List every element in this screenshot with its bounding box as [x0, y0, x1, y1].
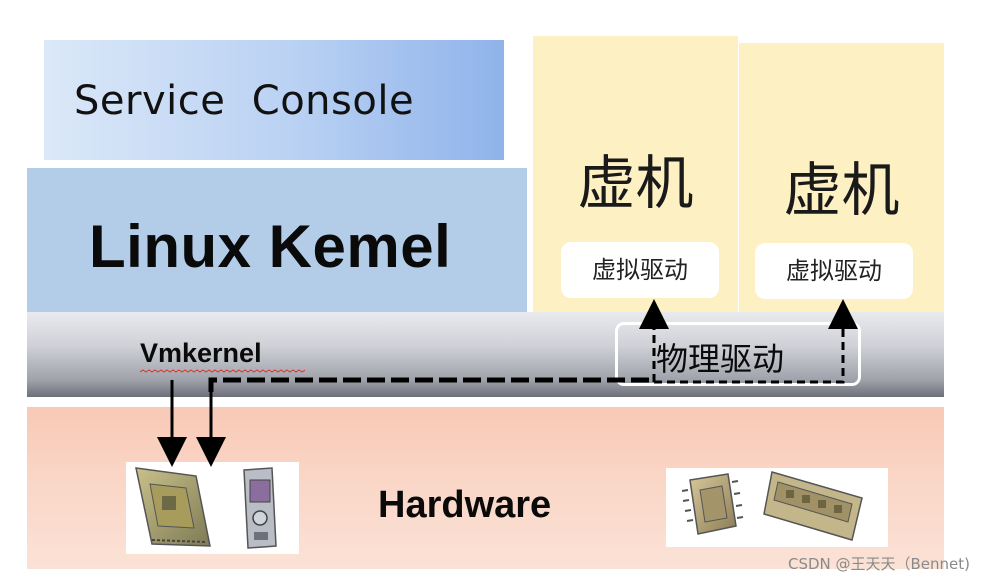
- service-console-box: Service Console: [44, 40, 504, 160]
- hardware-label: Hardware: [378, 484, 552, 526]
- hardware-chip-icon: [666, 468, 888, 547]
- vm-title-1: 虚机: [577, 149, 694, 217]
- vm-box-1: 虚机 虚拟驱动: [533, 36, 738, 314]
- vmkernel-label: Vmkernel: [140, 338, 262, 368]
- virtual-driver-2: 虚拟驱动: [755, 243, 913, 299]
- watermark: CSDN @王天天（Bennet): [787, 555, 970, 573]
- virtual-driver-1: 虚拟驱动: [561, 242, 719, 298]
- vm-box-2: 虚机 虚拟驱动: [739, 43, 944, 314]
- physical-driver-label: 物理驱动: [656, 340, 785, 378]
- spellcheck-underline: [140, 369, 305, 373]
- linux-kernel-label: Linux Kemel: [89, 213, 452, 280]
- service-console-label: Service Console: [74, 78, 415, 124]
- vm-title-2: 虚机: [783, 156, 900, 224]
- hardware-card-icon: [126, 462, 299, 554]
- linux-kernel-box: Linux Kemel: [27, 168, 527, 312]
